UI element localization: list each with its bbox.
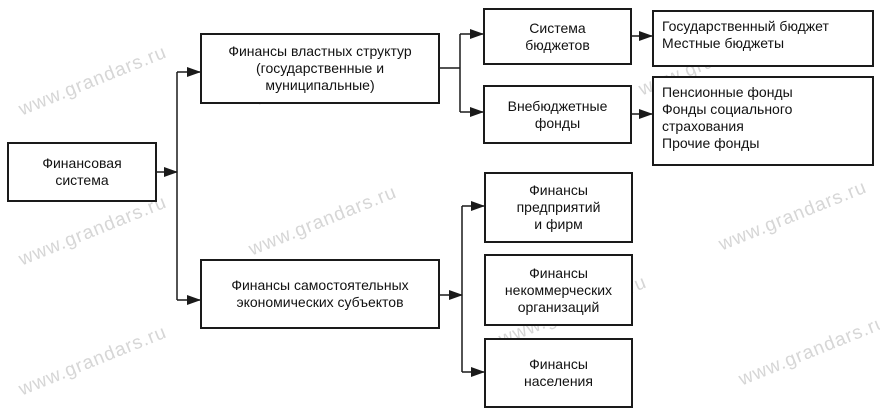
box-line: экономических субъектов [236,294,404,310]
funds-list-box: Пенсионные фонды Фонды социального страх… [652,76,874,166]
list-item: Пенсионные фонды [662,84,793,100]
list-item: Местные бюджеты [662,35,785,51]
box-line: населения [524,373,593,389]
box-line: Финансовая [42,155,122,171]
government-finance-box: Финансы властных структур (государственн… [200,33,440,104]
list-item: страхования [662,118,744,134]
list-item: Фонды социального [662,101,793,117]
box-line: Финансы [529,264,588,281]
household-finance-box: Финансы населения [484,338,633,408]
enterprise-finance-box: Финансы предприятий и фирм [484,172,633,243]
box-line: Финансы самостоятельных [231,277,409,293]
box-line: организаций [517,298,600,315]
box-line: муниципальные) [265,77,375,93]
finance-system-box: Финансовая система [7,142,157,202]
list-item: Государственный бюджет [662,18,829,34]
budget-system-box: Система бюджетов [483,8,632,65]
box-line: некоммерческих [504,281,613,298]
budgets-list-box: Государственный бюджет Местные бюджеты [652,10,874,67]
box-line: и фирм [534,216,583,232]
box-line: фонды [534,114,581,131]
box-line: Финансы [529,182,588,198]
box-line: Система [529,19,586,36]
list-item: Прочие фонды [662,135,760,151]
box-line: Финансы [529,356,588,372]
box-line: бюджетов [525,36,590,53]
box-line: (государственные и [255,60,385,76]
box-line: Финансы властных структур [228,43,412,59]
extra-budget-funds-box: Внебюджетные фонды [483,85,632,144]
independent-finance-box: Финансы самостоятельных экономических су… [200,259,440,329]
box-line: Внебюджетные [507,97,608,114]
box-line: предприятий [516,199,601,215]
box-line: система [55,172,109,188]
nonprofit-finance-box: Финансы некоммерческих организаций [484,254,633,326]
